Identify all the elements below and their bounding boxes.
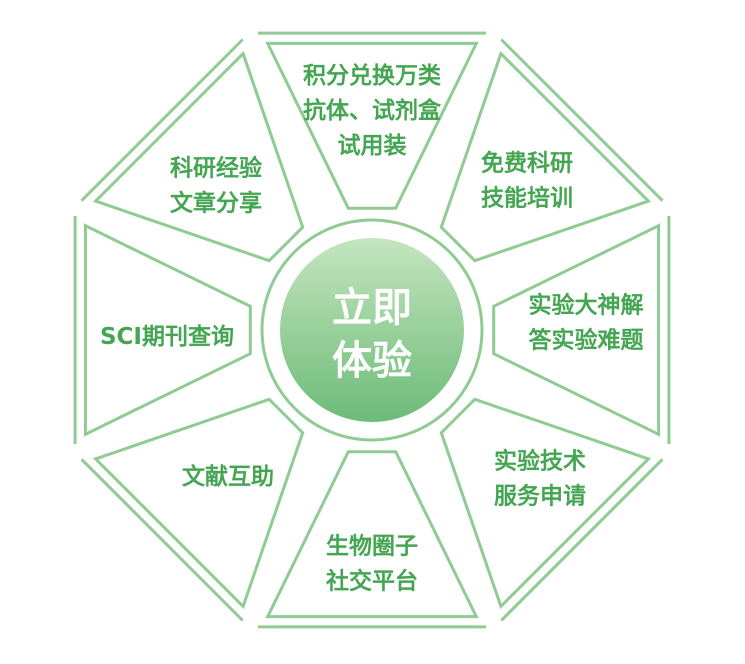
center-label-line2: 体验 bbox=[332, 338, 412, 384]
segment-label-exchange-line2: 抗体、试剂盒 bbox=[303, 97, 442, 124]
segment-outer-line-tech-service bbox=[500, 458, 664, 622]
segment-training[interactable] bbox=[439, 50, 652, 263]
segments-layer bbox=[73, 31, 671, 629]
segment-experience-share[interactable] bbox=[92, 50, 305, 263]
segment-label-community-line2: 社交平台 bbox=[326, 568, 418, 595]
segment-literature[interactable] bbox=[92, 397, 305, 610]
segment-label-exchange-line3: 试用装 bbox=[338, 133, 407, 159]
segment-label-experience-share-line2: 文章分享 bbox=[170, 190, 262, 217]
segment-label-journal-line1: SCI期刊查询 bbox=[100, 323, 234, 350]
segment-community[interactable] bbox=[265, 450, 479, 619]
segment-label-tech-service-line2: 服务申请 bbox=[494, 483, 586, 510]
segment-label-experience-share-line1: 科研经验 bbox=[170, 155, 262, 182]
segment-label-tech-service-line1: 实验技术 bbox=[494, 448, 586, 475]
segment-expert-qa[interactable] bbox=[492, 223, 661, 437]
segment-label-community-line1: 生物圈子 bbox=[326, 533, 418, 560]
center-label-line1: 立即 bbox=[332, 285, 412, 331]
labels-layer: 积分兑换万类抗体、试剂盒试用装免费科研技能培训实验大神解答实验难题实验技术服务申… bbox=[100, 62, 644, 595]
segment-label-expert-qa-line1: 实验大神解 bbox=[529, 292, 644, 319]
segment-label-literature-line1: 文献互助 bbox=[182, 463, 274, 490]
segment-label-expert-qa-line2: 答实验难题 bbox=[529, 327, 644, 354]
segment-exchange[interactable] bbox=[265, 41, 479, 210]
segment-label-exchange-line1: 积分兑换万类 bbox=[303, 62, 441, 89]
segment-tech-service[interactable] bbox=[439, 397, 652, 610]
segment-journal[interactable] bbox=[83, 223, 252, 437]
center-button[interactable] bbox=[280, 238, 464, 422]
segment-outer-line-literature bbox=[80, 458, 244, 622]
segment-label-training-line2: 技能培训 bbox=[481, 185, 573, 212]
segment-label-training-line1: 免费科研 bbox=[481, 151, 573, 177]
segment-outer-line-experience-share bbox=[80, 38, 244, 202]
segment-outer-line-training bbox=[500, 38, 664, 202]
